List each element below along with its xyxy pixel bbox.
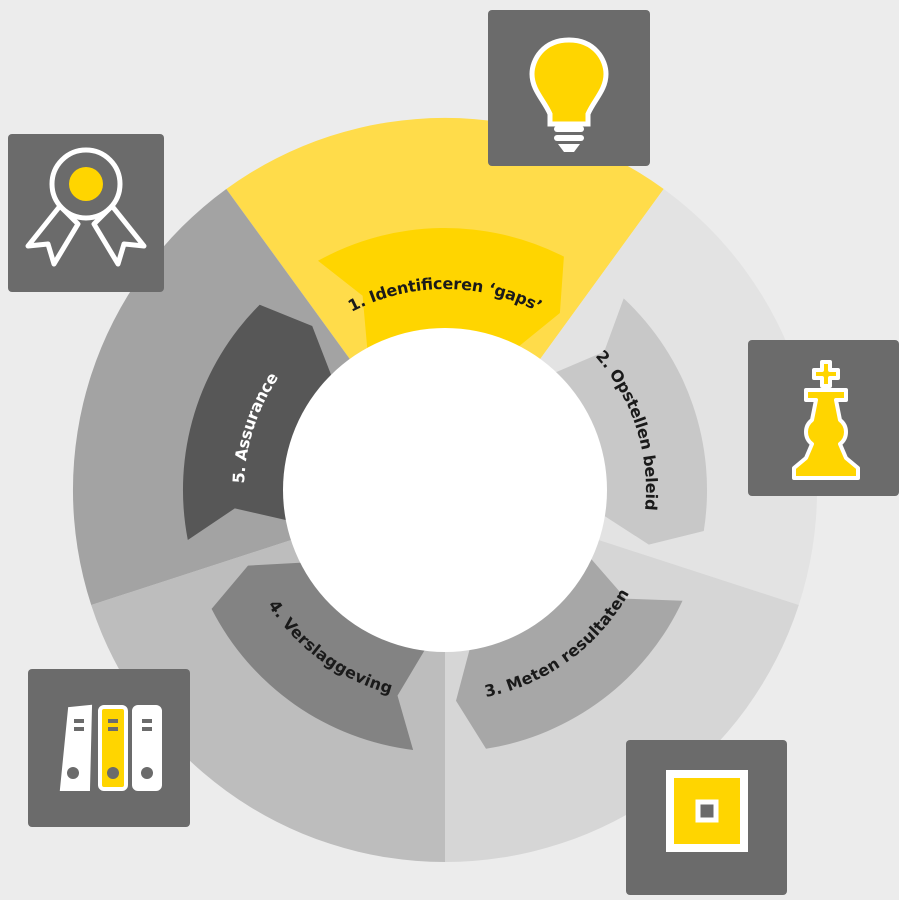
chess-king-icon [792,360,860,480]
center-circle [283,328,607,652]
step-arrow-3 [456,557,683,749]
chess-tile [748,340,899,496]
binders-tile [28,669,190,827]
step-arrow-5 [182,304,332,540]
target-tile [626,740,787,895]
lightbulb-icon [529,37,609,152]
award-tile [8,134,164,292]
lightbulb-tile [488,10,650,166]
step-arrows [182,228,708,750]
binders-icon [59,704,162,791]
step-arrow-2 [554,298,708,545]
target-square-icon [666,770,748,852]
step-arrow-4 [211,562,426,750]
step-arrow-1 [318,228,564,351]
award-rosette-icon [25,147,147,267]
